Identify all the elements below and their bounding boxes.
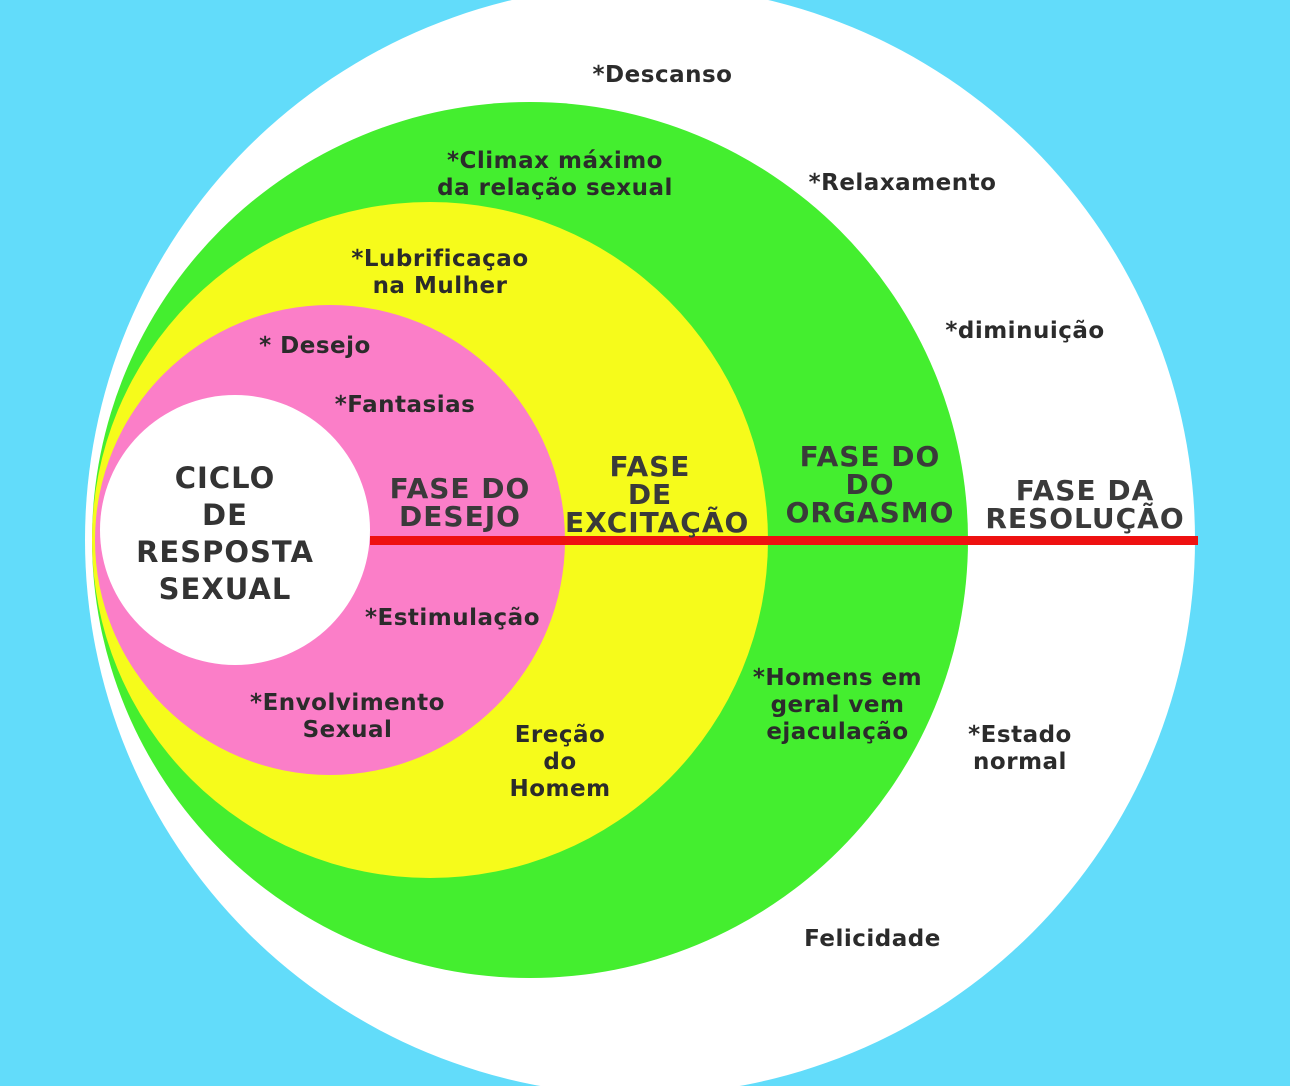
rest-note: *Descanso <box>592 62 733 88</box>
fantasies-note: *Fantasias <box>334 392 476 418</box>
ejaculation-note: *Homens em geral vem ejaculação <box>752 665 923 745</box>
lubrication-note: *Lubrificaçao na Mulher <box>351 246 529 299</box>
desire-note: * Desejo <box>259 333 371 359</box>
phase-divider-line <box>370 536 1198 545</box>
excitation-phase-title: FASE DE EXCITAÇÃO <box>565 450 750 539</box>
resolution-phase-title: FASE DA RESOLUÇÃO <box>985 474 1185 535</box>
desire-phase-title: FASE DO DESEJO <box>389 472 531 533</box>
center-title: CICLO DE RESPOSTA SEXUAL <box>136 461 314 606</box>
stimulation-note: *Estimulação <box>364 605 540 631</box>
climax-note: *Climax máximo da relação sexual <box>437 148 673 201</box>
normal-state-note: *Estado normal <box>968 722 1072 775</box>
erection-note: Ereção do Homem <box>509 722 611 802</box>
center-circle <box>100 395 370 665</box>
orgasm-phase-title: FASE DO DO ORGASMO <box>785 440 955 529</box>
happiness-note: Felicidade <box>804 926 941 952</box>
diminution-note: *diminuição <box>945 318 1105 344</box>
sexual-involvement-note: *Envolvimento Sexual <box>250 690 445 743</box>
relaxation-note: *Relaxamento <box>808 170 997 196</box>
